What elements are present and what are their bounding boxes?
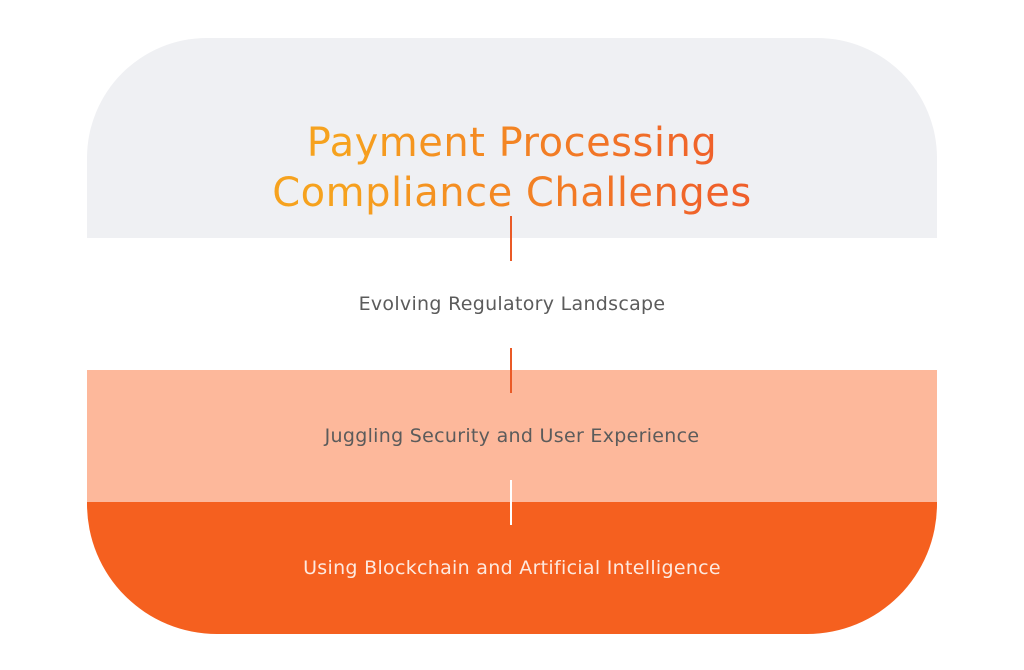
step-blockchain-ai: Using Blockchain and Artificial Intellig…: [87, 502, 937, 634]
title-line-2: Compliance Challenges: [272, 170, 752, 216]
diagram-title: Payment Processing Compliance Challenges: [87, 118, 937, 218]
title-panel: Payment Processing Compliance Challenges: [87, 38, 937, 238]
step-evolving-regulatory: Evolving Regulatory Landscape: [87, 238, 937, 370]
step-security-ux: Juggling Security and User Experience: [87, 370, 937, 502]
connector-line: [510, 216, 512, 261]
step-label: Using Blockchain and Artificial Intellig…: [303, 557, 721, 579]
title-line-1: Payment Processing: [306, 120, 718, 166]
connector-line: [510, 348, 512, 393]
step-label: Evolving Regulatory Landscape: [358, 293, 666, 315]
connector-line: [510, 480, 512, 525]
step-label: Juggling Security and User Experience: [324, 425, 700, 447]
